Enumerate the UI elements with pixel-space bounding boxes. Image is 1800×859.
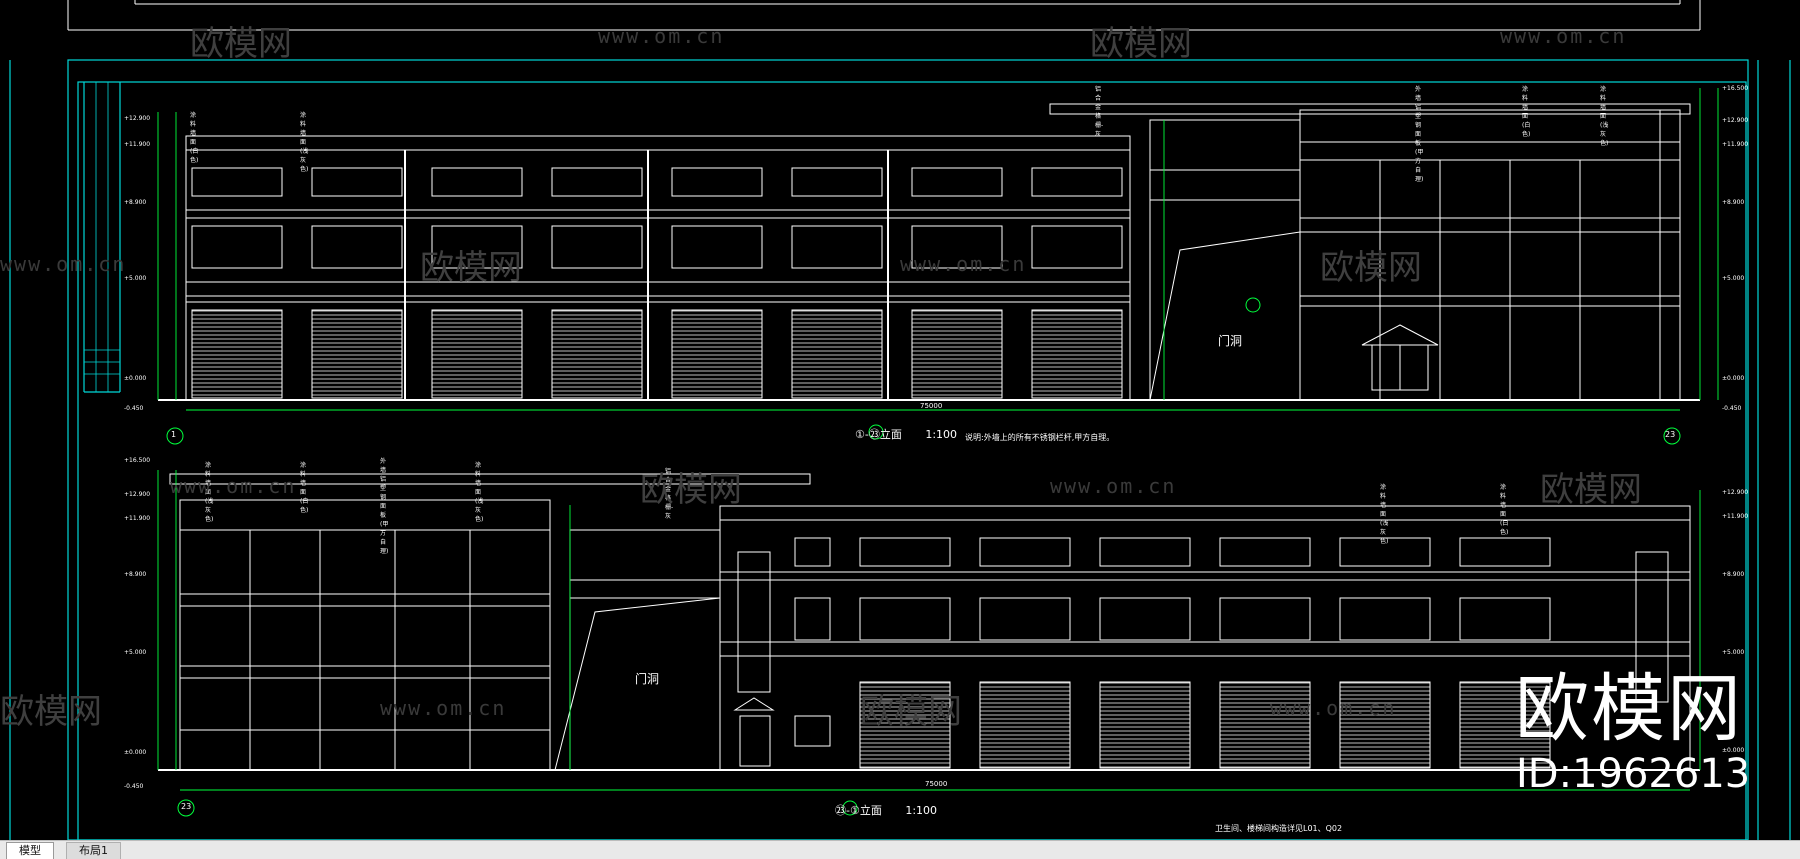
sheet-border [9, 59, 1791, 840]
tab-layout1[interactable]: 布局1 [66, 842, 121, 859]
level-mark: +12.900 [124, 115, 151, 122]
level-mark: +8.900 [1722, 571, 1745, 578]
elevation-bottom [158, 473, 1700, 771]
watermark-url: www.om.cn [0, 252, 127, 276]
dimension-lines [157, 88, 1719, 791]
watermark-url: www.om.cn [1500, 24, 1627, 48]
bottom-overall-dimension: 75000 [925, 780, 948, 788]
finish-note: 涂料墙面(白色) [190, 112, 199, 164]
level-mark: +8.900 [124, 199, 147, 206]
finish-note: 涂料墙面(白色) [300, 462, 309, 514]
level-mark: -0.450 [124, 783, 144, 790]
top-axis-left: 1 [171, 430, 177, 439]
watermark-url: www.om.cn [598, 24, 725, 48]
cad-drawing-canvas [9, 0, 1791, 840]
upper-sheet-frame [67, 0, 1701, 31]
watermark: 欧模网 [0, 692, 102, 732]
bottom-axis-left: 23 [181, 802, 192, 811]
finish-note: 涂料墙面(浅灰色) [475, 462, 484, 523]
bottom-elevation-scale: 1:100 [905, 804, 938, 817]
finish-note: 涂料墙面(白色) [1500, 484, 1509, 536]
level-mark: +11.900 [1722, 513, 1749, 520]
top-elevation-scale: 1:100 [925, 428, 958, 441]
tab-model[interactable]: 模型 [6, 842, 54, 859]
bottom-door-opening-label: 门洞 [635, 672, 660, 686]
level-mark: +5.000 [124, 275, 147, 282]
finish-note: 外墙铝塑钢面板(甲方自理) [1415, 86, 1424, 183]
watermark: 欧模网 [860, 692, 962, 732]
watermark: 欧模网 [420, 248, 522, 288]
watermark-url: www.om.cn [900, 252, 1027, 276]
brand-id: ID:1962613 [1516, 751, 1751, 797]
brand-name: 欧模网 [1515, 666, 1743, 752]
level-mark: +11.900 [124, 141, 151, 148]
level-mark: +16.500 [124, 457, 151, 464]
watermark: 欧模网 [1540, 470, 1642, 510]
level-mark: ±0.000 [1722, 375, 1745, 382]
finish-note: 涂料墙面(浅灰色) [1600, 86, 1609, 147]
level-mark: +5.000 [124, 649, 147, 656]
level-mark: ±0.000 [124, 749, 147, 756]
level-mark: ±0.000 [1722, 747, 1745, 754]
watermark: 欧模网 [1320, 248, 1422, 288]
top-elevation-label: ①-㉓立面 [855, 428, 902, 441]
level-mark: +8.900 [124, 571, 147, 578]
level-mark: +12.900 [124, 491, 151, 498]
bottom-shutter-doors [859, 681, 1551, 769]
elevation-top [158, 103, 1700, 401]
watermark-url: www.om.cn [1050, 474, 1177, 498]
watermark-url: www.om.cn [170, 474, 297, 498]
watermark-url: www.om.cn [1270, 696, 1397, 720]
level-mark: -0.450 [124, 405, 144, 412]
bottom-elevation-label: ㉓-①立面 [835, 804, 882, 817]
watermark: 欧模网 [190, 24, 292, 64]
finish-note: 涂料墙面(浅灰色) [205, 462, 214, 523]
top-elevation-title: ①-㉓立面 1:100 [855, 426, 957, 442]
level-mark: +5.000 [1722, 275, 1745, 282]
level-mark: +12.900 [1722, 489, 1749, 496]
top-overall-dimension: 75000 [920, 402, 943, 410]
top-shutter-doors [191, 309, 1123, 399]
top-axis-right: 23 [1665, 430, 1676, 439]
level-mark: +5.000 [1722, 649, 1745, 656]
bottom-elevation-note: 卫生间、楼梯间构造详见L01、Q02 [1215, 824, 1343, 833]
level-mark: +11.900 [1722, 141, 1749, 148]
finish-note: 涂料墙面(浅灰色) [1380, 484, 1389, 545]
level-mark: +12.900 [1722, 117, 1749, 124]
watermark: 欧模网 [640, 470, 742, 510]
finish-note: 铝合金格栅-灰 [1095, 86, 1104, 138]
level-mark: +11.900 [124, 515, 151, 522]
watermark: 欧模网 [1090, 24, 1192, 64]
watermark-url: www.om.cn [380, 696, 507, 720]
level-mark: ±0.000 [124, 375, 147, 382]
title-block [84, 82, 120, 392]
top-windows [191, 167, 1123, 269]
finish-note: 铝合金格栅-灰 [665, 468, 674, 520]
bottom-elevation-title: ㉓-①立面 1:100 [835, 802, 937, 818]
finish-note: 涂料墙面(白色) [1522, 86, 1531, 138]
top-door-opening-label: 门洞 [1218, 334, 1243, 348]
level-mark: +16.500 [1722, 85, 1749, 92]
level-mark: +8.900 [1722, 199, 1745, 206]
axis-bubbles [166, 297, 1681, 817]
layout-tab-bar: 模型 布局1 [0, 840, 1800, 859]
top-elevation-note: 说明:外墙上的所有不锈钢栏杆,甲方自理。 [965, 433, 1115, 442]
finish-note: 涂料墙面(浅灰色) [300, 112, 309, 173]
finish-note: 外墙铝塑钢面板(甲方自理) [380, 458, 389, 555]
level-mark: -0.450 [1722, 405, 1742, 412]
bottom-windows [794, 537, 1551, 747]
